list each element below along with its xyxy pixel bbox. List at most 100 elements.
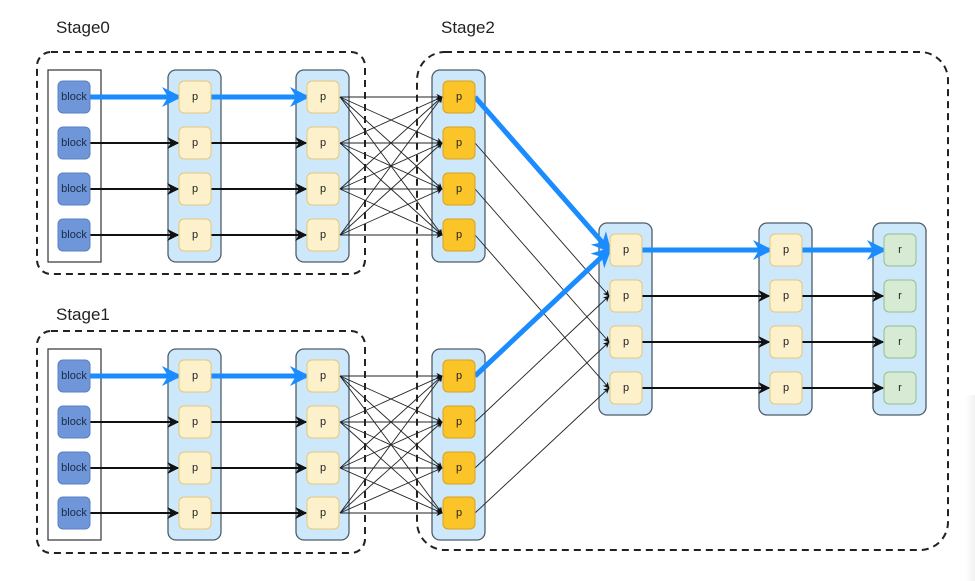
- stage2-merged-partition-1: p: [609, 279, 643, 313]
- stage1-partition-a-1-label: p: [192, 416, 198, 428]
- stage1-partition-a-2-label: p: [192, 462, 198, 474]
- stage0-partition-a-2-box: [178, 172, 212, 206]
- stage1-partition-b-0-box: [306, 359, 340, 393]
- stage2-partition-3-box: [769, 371, 803, 405]
- stage0-block-2: block: [57, 172, 91, 206]
- stage0-partition-a-2-label: p: [192, 183, 198, 195]
- stage2-partition-3: p: [769, 371, 803, 405]
- stage1-partition-b-2: p: [306, 451, 340, 485]
- stage1-label: Stage1: [56, 305, 110, 324]
- stage0-shuffle-partition-3-label: p: [456, 229, 462, 241]
- stage1-boundary: [36, 330, 366, 554]
- stage0-shuffle-partition-3-box: [442, 218, 476, 252]
- stage2-merged-partition-2-box: [609, 325, 643, 359]
- stage0-shuffle-edge-3-1: [339, 142, 443, 236]
- stage2-merged-partition-3: p: [609, 371, 643, 405]
- stage2-partition-2: p: [769, 325, 803, 359]
- stage0-block-0-label: block: [61, 91, 87, 103]
- stage1-partition-b-0: p: [306, 359, 340, 393]
- stage0-merge-edge-0: [473, 95, 612, 254]
- stage0-block-2-label: block: [61, 183, 87, 195]
- stage0-shuffle-partition-3: p: [442, 218, 476, 252]
- stage0-block-2-box: [57, 172, 91, 206]
- stage1-shuffle-column: [431, 348, 486, 541]
- stage1-partition-a-3-box: [178, 496, 212, 530]
- stage1-block-2-label: block: [61, 462, 87, 474]
- stage1-block-3: block: [57, 496, 91, 530]
- stage2-merge-column: [598, 222, 653, 416]
- stage2-result-1: r: [883, 279, 917, 313]
- stage2-partition-0-label: p: [783, 244, 789, 256]
- stage1-block-0-box: [57, 359, 91, 393]
- stage0-partition-b-0-label: p: [320, 91, 326, 103]
- stage1-partition-b-1-box: [306, 405, 340, 439]
- stage1-partition-a-1-box: [178, 405, 212, 439]
- stage2-partition-column: [758, 222, 813, 416]
- stage2-partition-1-box: [769, 279, 803, 313]
- stage0-partition-b-1: p: [306, 126, 340, 160]
- stage0-partition-a-2: p: [178, 172, 212, 206]
- stage1-shuffle-partition-1-box: [442, 405, 476, 439]
- stage0-shuffle-edge-1-0: [339, 96, 443, 144]
- stage0-partition-b-0: p: [306, 80, 340, 114]
- stage0-shuffle-column: [431, 69, 486, 263]
- stage2-result-3: r: [883, 371, 917, 405]
- stage2-result-column: [872, 222, 927, 416]
- window-edge-shadow: [965, 395, 975, 581]
- stage1-block-0: block: [57, 359, 91, 393]
- stage0-shuffle-partition-0-label: p: [456, 91, 462, 103]
- stage0-partition-a-1-box: [178, 126, 212, 160]
- stage1-merge-edge-0: [473, 247, 612, 378]
- stage2-partition-2-label: p: [783, 336, 789, 348]
- stage1-merge-edge-3: [474, 387, 610, 514]
- stage2-result-1-box: [883, 279, 917, 313]
- stage2-partition-3-label: p: [783, 382, 789, 394]
- stage2-merged-partition-3-label: p: [623, 382, 629, 394]
- stage2-merged-partition-1-box: [609, 279, 643, 313]
- stage2-partition-0-box: [769, 233, 803, 267]
- stage1-shuffle-partition-2-box: [442, 451, 476, 485]
- stage0-partition-b-3: p: [306, 218, 340, 252]
- stage2-partition-0: p: [769, 233, 803, 267]
- stage1-shuffle-edge-3-0: [339, 375, 443, 514]
- stage0-shuffle-partition-1-label: p: [456, 137, 462, 149]
- stage0-block-3-box: [57, 218, 91, 252]
- stage1-shuffle-partition-1: p: [442, 405, 476, 439]
- stage1-block-3-label: block: [61, 507, 87, 519]
- stage1-block-1: block: [57, 405, 91, 439]
- stage0-shuffle-partition-1-box: [442, 126, 476, 160]
- stage0-shuffle-edge-3-2: [339, 188, 443, 236]
- stage0-block-1-box: [57, 126, 91, 160]
- stage0-shuffle-edge-3-0: [339, 96, 443, 236]
- stage1-shuffle-partition-2-label: p: [456, 462, 462, 474]
- stage2-result-2: r: [883, 325, 917, 359]
- stage0-block-1-label: block: [61, 137, 87, 149]
- stage2-result-3-box: [883, 371, 917, 405]
- stage1-partition-b-2-label: p: [320, 462, 326, 474]
- stage2-result-0-box: [883, 233, 917, 267]
- stage2-merged-partition-2: p: [609, 325, 643, 359]
- stage0-partition-b-1-box: [306, 126, 340, 160]
- stage2-result-0: r: [883, 233, 917, 267]
- stage1-block-2-box: [57, 451, 91, 485]
- stage1-merge-edge-2: [474, 341, 610, 469]
- stage2-partition-1-label: p: [783, 290, 789, 302]
- stage1-shuffle-partition-3-box: [442, 496, 476, 530]
- stage0-block-1: block: [57, 126, 91, 160]
- stage1-partition-a-2: p: [178, 451, 212, 485]
- stage2-merged-partition-2-label: p: [623, 336, 629, 348]
- stage2-merged-partition-1-label: p: [623, 290, 629, 302]
- stage0-shuffle-partition-2-label: p: [456, 183, 462, 195]
- stage0-partition-b-2-label: p: [320, 183, 326, 195]
- stage1-block-1-box: [57, 405, 91, 439]
- stage1-partition-a-1: p: [178, 405, 212, 439]
- stage0-block-3-label: block: [61, 229, 87, 241]
- stage2-result-0-label: r: [898, 244, 902, 256]
- stage1-block-2: block: [57, 451, 91, 485]
- stage0-shuffle-partition-2-box: [442, 172, 476, 206]
- stage0-boundary: [36, 51, 366, 275]
- stage1-partition-column-1: [167, 348, 222, 541]
- stage1-shuffle-edge-1-0: [339, 375, 443, 423]
- stage2-merged-partition-0-box: [609, 233, 643, 267]
